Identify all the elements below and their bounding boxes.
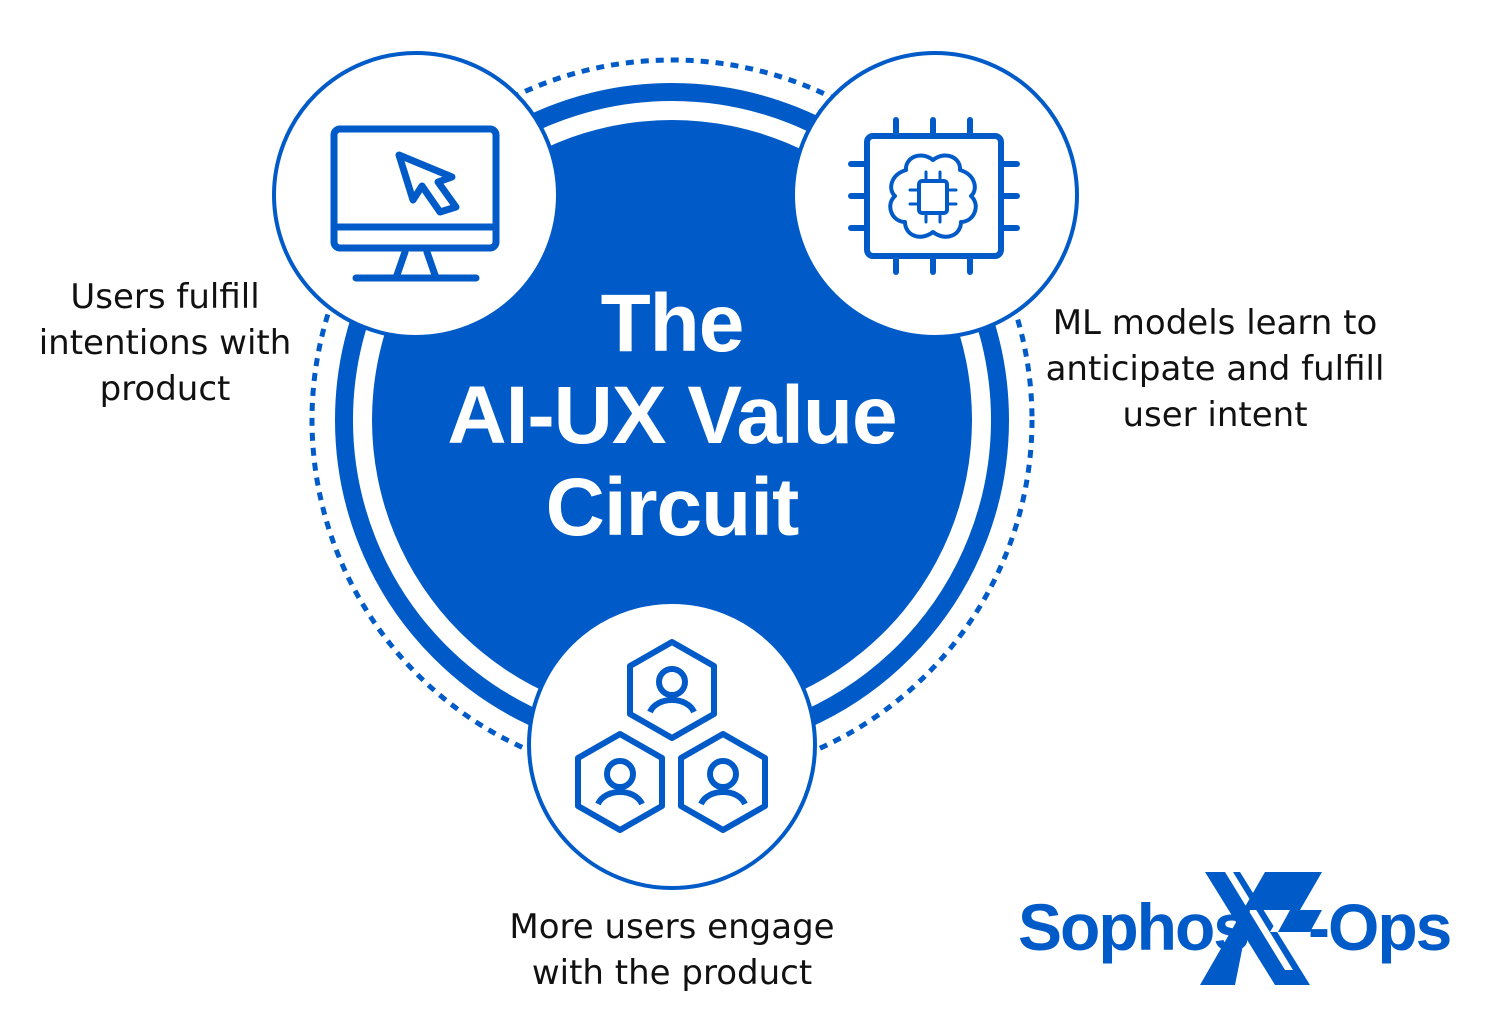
dotted-orbit	[309, 57, 1035, 783]
node-more-users	[527, 600, 817, 890]
logo-brand-text: Sophos	[1018, 890, 1248, 964]
caption-users-fulfill: Users fulfill intentions with product	[38, 277, 292, 409]
monitor-cursor-icon	[330, 125, 500, 282]
sophos-x-ops-logo: Sophos -Ops	[1018, 872, 1452, 985]
node-users-fulfill	[272, 51, 560, 339]
ai-brain-chip-icon	[848, 117, 1020, 275]
user-group-hexagons-icon	[575, 639, 768, 833]
diagram-title: The AI-UX Value Circuit	[447, 278, 897, 553]
logo-product-text: -Ops	[1308, 890, 1450, 964]
caption-ml-models: ML models learn to anticipate and fulfil…	[1045, 303, 1385, 435]
caption-more-users: More users engage with the product	[509, 907, 835, 993]
node-ml-models	[791, 51, 1079, 339]
